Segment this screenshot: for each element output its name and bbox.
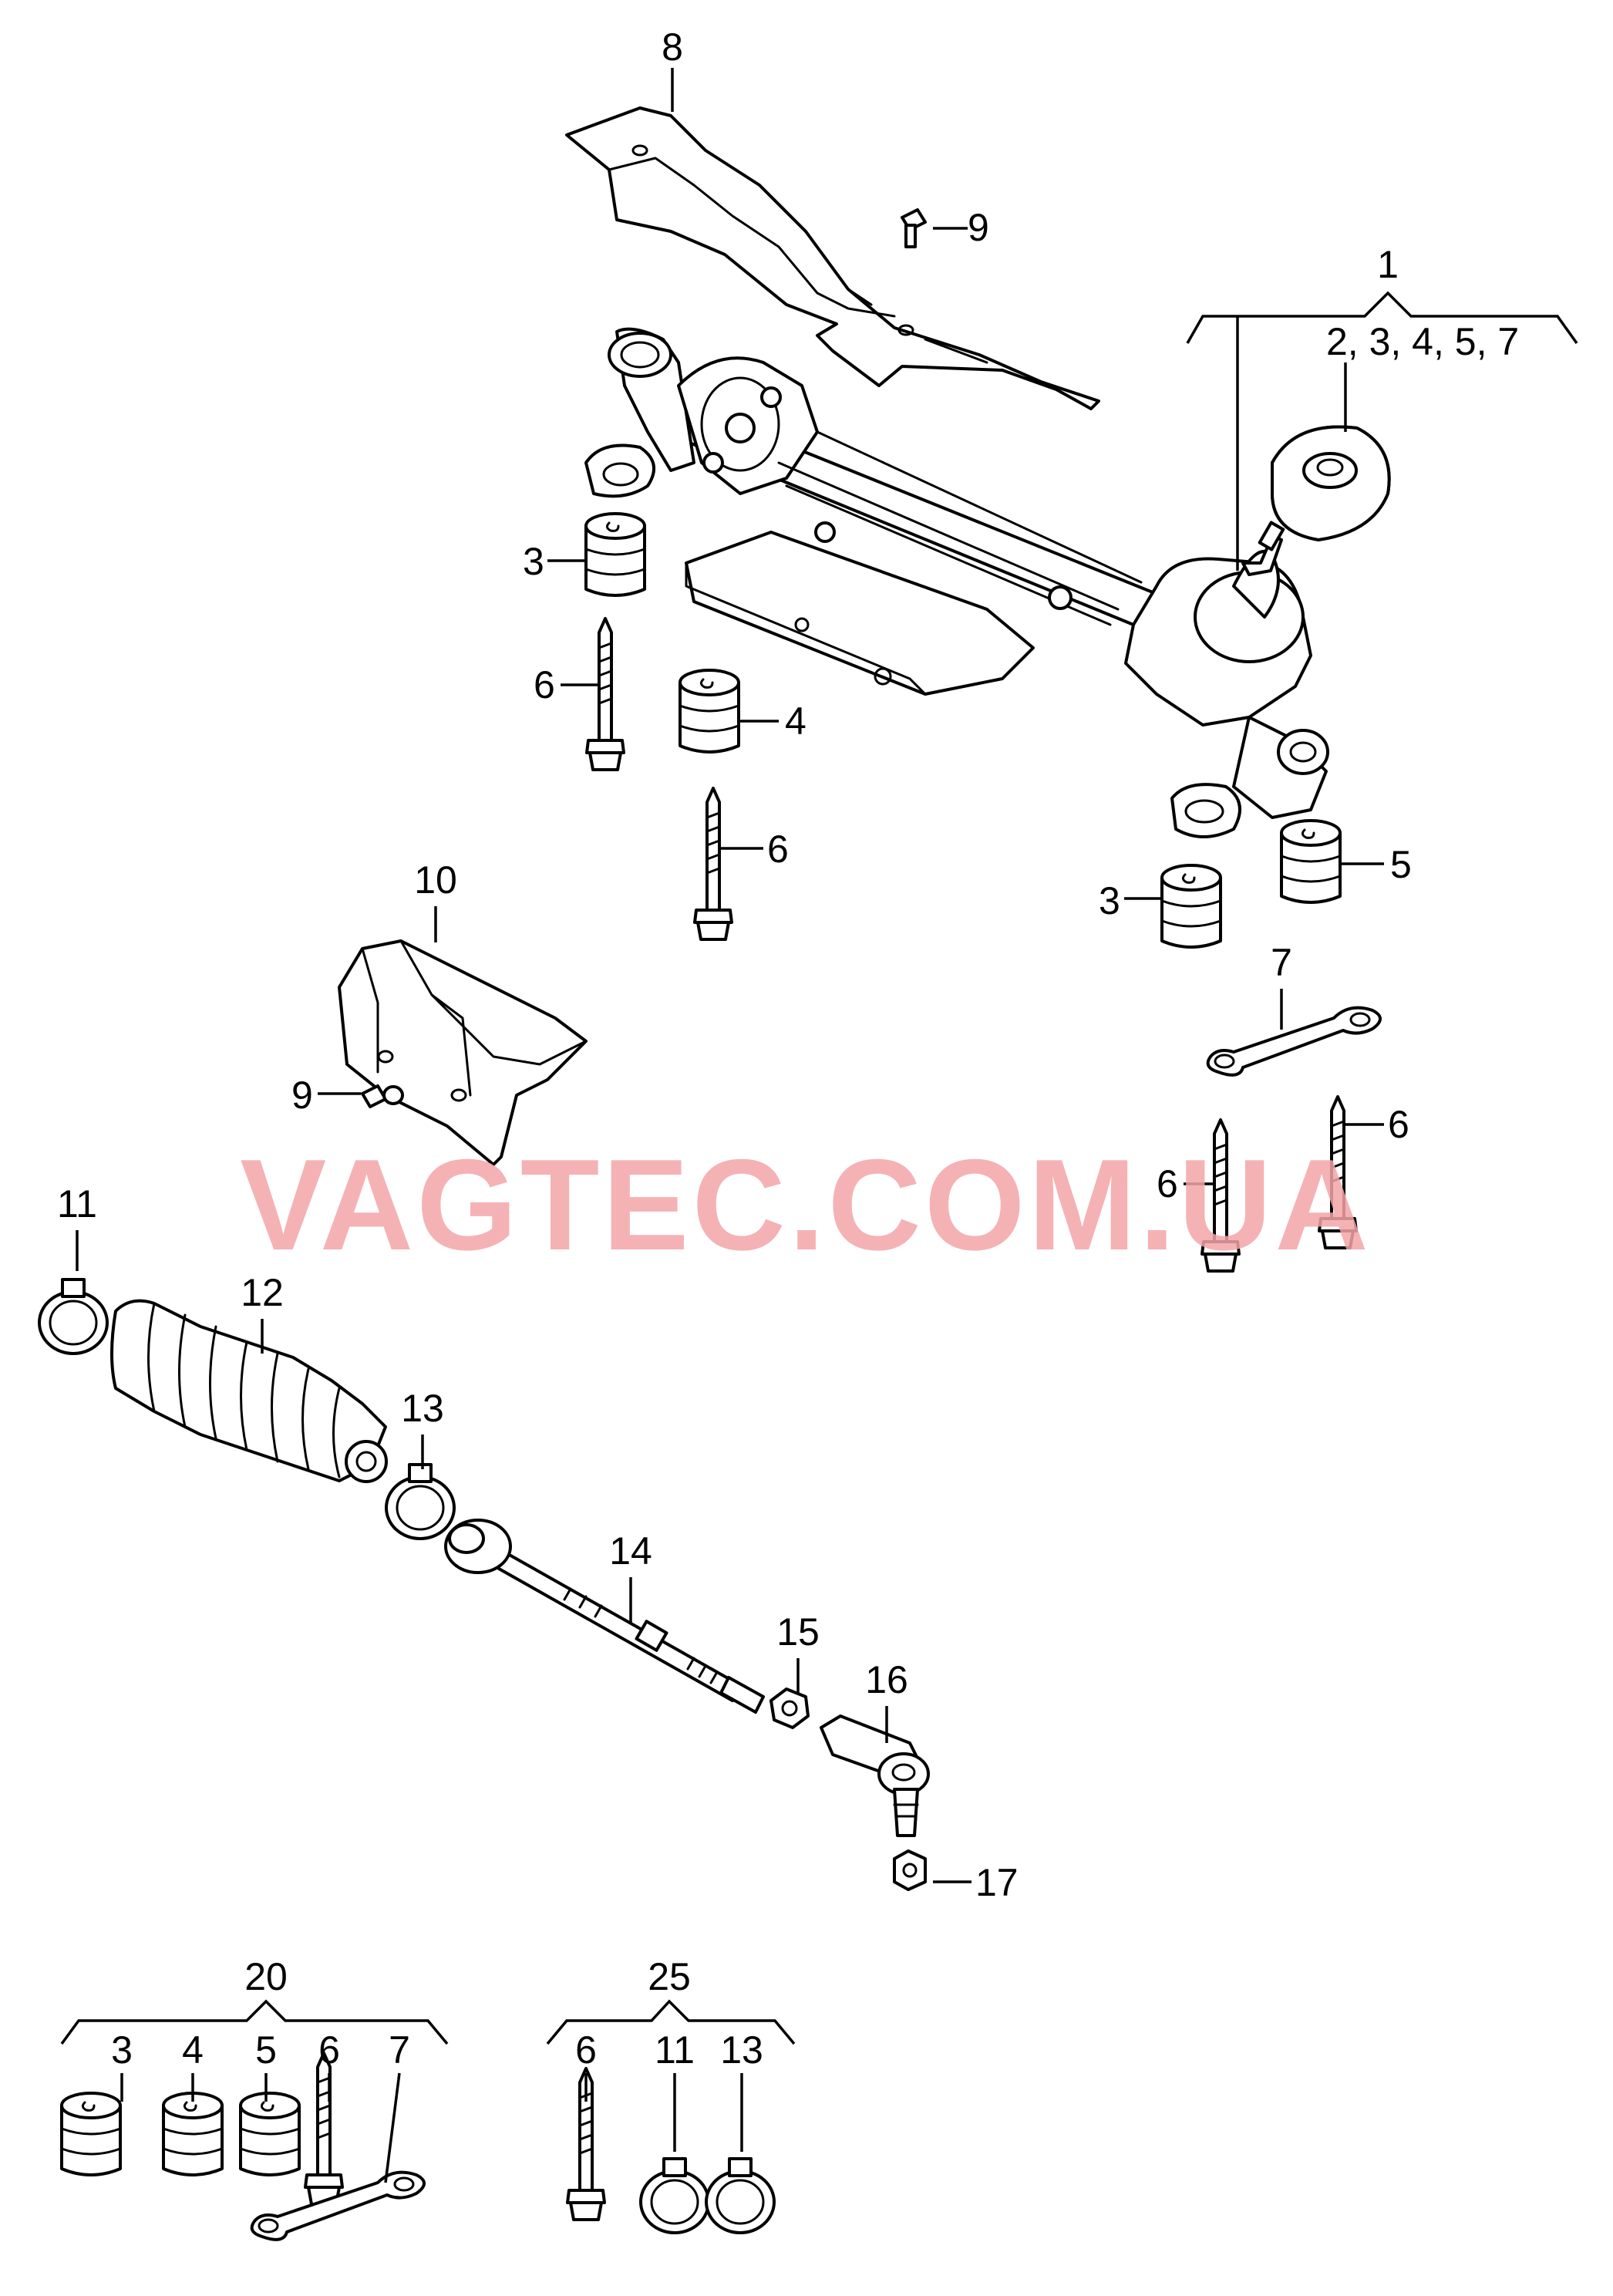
mount-bearing-part-2	[1271, 425, 1391, 541]
bolt-part-6-a	[585, 617, 625, 771]
steering-rack-part-1	[584, 327, 1329, 838]
label-12: 12	[241, 1271, 284, 1314]
bellows-boot-part-12	[110, 1299, 388, 1483]
kit25-clamp-11	[639, 2157, 710, 2234]
bushing-part-5	[1280, 819, 1342, 904]
tie-rod-end-part-16	[820, 1714, 930, 1837]
kit-20-group	[60, 2052, 426, 2241]
label-4: 4	[785, 700, 806, 743]
kit-25-item-13: 13	[720, 2028, 763, 2072]
bolt-part-6-b	[693, 787, 733, 941]
label-6-b: 6	[767, 828, 789, 871]
kit-25-group	[566, 2067, 776, 2234]
label-6-d: 6	[1157, 1162, 1178, 1205]
kit-20-item-3: 3	[111, 2028, 133, 2072]
screw-part-9-upper	[901, 208, 927, 248]
clamp-part-11	[38, 1278, 109, 1355]
label-1: 1	[1377, 243, 1399, 286]
label-11: 11	[57, 1182, 97, 1226]
heat-shield-part-8	[565, 106, 1100, 410]
kit-25-title: 25	[648, 1955, 691, 1998]
kit25-clamp-13	[705, 2157, 776, 2234]
label-10: 10	[414, 858, 457, 902]
part-labels: 8 9 1 2, 3, 4, 5, 7 3 6 4 6 3 5 7 6 6 10…	[57, 25, 1519, 2072]
nut-part-15	[769, 1687, 810, 1729]
label-9-lower: 9	[291, 1074, 313, 1117]
label-13: 13	[401, 1387, 444, 1430]
kit-20-item-7: 7	[389, 2028, 410, 2072]
nut-part-17	[893, 1849, 927, 1891]
label-5: 5	[1390, 843, 1412, 886]
kit20-bolt-6	[304, 2052, 344, 2206]
kit20-bushing-5	[239, 2092, 301, 2176]
leader-lines	[60, 68, 1578, 2183]
kit-25-item-6: 6	[575, 2028, 597, 2072]
screw-part-9-lower	[361, 1084, 404, 1108]
label-2-3-4-5-7: 2, 3, 4, 5, 7	[1326, 320, 1519, 363]
bushing-part-3-lower	[1160, 864, 1222, 949]
label-6-a: 6	[534, 663, 555, 706]
washer-bar-part-7	[1206, 1006, 1382, 1077]
label-3-upper: 3	[523, 540, 544, 583]
watermark: VAGTEC.COM.UA	[240, 1132, 1372, 1277]
cover-part-10	[338, 939, 588, 1166]
label-6-c: 6	[1388, 1103, 1409, 1146]
tie-rod-part-14	[444, 1519, 765, 1714]
kit20-bushing-4	[162, 2092, 224, 2176]
label-14: 14	[609, 1529, 652, 1573]
label-17: 17	[975, 1861, 1019, 1904]
label-16: 16	[865, 1658, 908, 1701]
kit-20-item-6: 6	[318, 2028, 340, 2072]
clamp-part-13	[385, 1463, 456, 1540]
kit20-bushing-3	[60, 2092, 122, 2176]
label-7: 7	[1271, 941, 1292, 984]
label-15: 15	[776, 1610, 820, 1654]
kit-20-item-4: 4	[182, 2028, 204, 2072]
label-8: 8	[662, 25, 683, 69]
label-9-upper: 9	[968, 206, 989, 249]
kit-25-item-11: 11	[655, 2028, 695, 2072]
bushing-part-3-upper	[584, 512, 646, 597]
bushing-part-4	[679, 669, 740, 754]
label-3-lower: 3	[1099, 879, 1120, 922]
kit-20-item-5: 5	[255, 2028, 277, 2072]
kit-20-title: 20	[244, 1955, 288, 1998]
